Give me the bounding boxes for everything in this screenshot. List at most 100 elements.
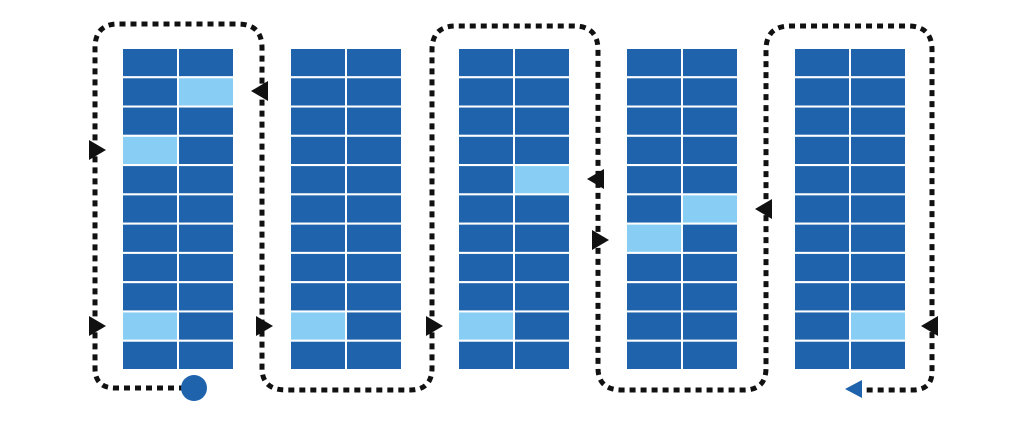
shelf-cell bbox=[345, 222, 403, 254]
pick-location-cell bbox=[513, 164, 571, 196]
shelf-cell bbox=[457, 222, 515, 254]
shelf-cell bbox=[681, 76, 739, 108]
shelf-cell bbox=[793, 193, 851, 225]
shelf-cell bbox=[625, 281, 683, 313]
shelf-cell bbox=[849, 134, 907, 167]
shelf-cell bbox=[345, 47, 403, 79]
shelf-cell bbox=[681, 339, 739, 371]
shelf-cell bbox=[793, 134, 851, 167]
shelf-cell bbox=[681, 310, 739, 342]
shelf-rack bbox=[457, 47, 571, 371]
shelf-cell bbox=[849, 339, 907, 371]
arrow-right-icon bbox=[256, 316, 273, 336]
start-point-marker bbox=[181, 375, 207, 401]
shelf-cell bbox=[345, 164, 403, 196]
shelf-cell bbox=[121, 193, 179, 225]
shelf-cell bbox=[681, 251, 739, 284]
shelf-cell bbox=[345, 310, 403, 342]
shelf-cell bbox=[345, 281, 403, 313]
shelf-cell bbox=[513, 310, 571, 342]
shelf-cell bbox=[681, 222, 739, 254]
end-point-arrow-icon bbox=[845, 380, 862, 398]
shelf-cell bbox=[457, 76, 515, 108]
shelf-cell bbox=[513, 193, 571, 225]
arrow-right-icon bbox=[592, 230, 609, 250]
pick-location-cell bbox=[121, 310, 179, 342]
pick-location-cell bbox=[121, 134, 179, 167]
shelf-cell bbox=[289, 105, 347, 137]
shelf-cell bbox=[513, 251, 571, 284]
shelf-cell bbox=[513, 339, 571, 371]
shelf-cell bbox=[457, 47, 515, 79]
shelf-cell bbox=[289, 193, 347, 225]
shelf-cell bbox=[849, 76, 907, 108]
shelf-cell bbox=[849, 281, 907, 313]
shelf-cell bbox=[793, 47, 851, 79]
shelf-cell bbox=[177, 105, 235, 137]
shelf-cell bbox=[345, 251, 403, 284]
shelf-rack bbox=[625, 47, 739, 371]
shelf-cell bbox=[289, 164, 347, 196]
shelf-cell bbox=[289, 47, 347, 79]
shelf-cell bbox=[345, 105, 403, 137]
shelf-cell bbox=[793, 105, 851, 137]
shelf-cell bbox=[457, 339, 515, 371]
shelf-cell bbox=[121, 251, 179, 284]
racks-group bbox=[121, 47, 907, 371]
shelf-cell bbox=[681, 134, 739, 167]
pick-location-cell bbox=[177, 76, 235, 108]
shelf-cell bbox=[625, 193, 683, 225]
shelf-cell bbox=[793, 281, 851, 313]
arrow-left-icon bbox=[921, 316, 938, 336]
shelf-cell bbox=[121, 281, 179, 313]
arrow-left-icon bbox=[755, 199, 772, 219]
shelf-cell bbox=[625, 164, 683, 196]
shelf-cell bbox=[625, 76, 683, 108]
shelf-cell bbox=[625, 105, 683, 137]
shelf-rack bbox=[121, 47, 235, 371]
pick-location-cell bbox=[457, 310, 515, 342]
shelf-cell bbox=[793, 310, 851, 342]
shelf-cell bbox=[289, 251, 347, 284]
shelf-cell bbox=[793, 76, 851, 108]
shelf-cell bbox=[177, 47, 235, 79]
shelf-cell bbox=[457, 164, 515, 196]
shelf-cell bbox=[849, 222, 907, 254]
shelf-cell bbox=[177, 281, 235, 313]
pick-location-cell bbox=[681, 193, 739, 225]
shelf-cell bbox=[849, 105, 907, 137]
arrow-right-icon bbox=[89, 316, 106, 336]
shelf-cell bbox=[849, 193, 907, 225]
shelf-cell bbox=[457, 134, 515, 167]
shelf-cell bbox=[849, 251, 907, 284]
shelf-cell bbox=[793, 222, 851, 254]
shelf-cell bbox=[289, 76, 347, 108]
shelf-cell bbox=[625, 251, 683, 284]
shelf-cell bbox=[177, 339, 235, 371]
shelf-cell bbox=[177, 310, 235, 342]
shelf-cell bbox=[177, 251, 235, 284]
shelf-cell bbox=[625, 310, 683, 342]
pick-location-cell bbox=[625, 222, 683, 254]
arrow-right-icon bbox=[89, 140, 106, 160]
route-path bbox=[92, 21, 935, 393]
pick-location-cell bbox=[289, 310, 347, 342]
shelf-rack bbox=[289, 47, 403, 371]
shelf-cell bbox=[121, 339, 179, 371]
shelf-cell bbox=[513, 105, 571, 137]
shelf-cell bbox=[793, 339, 851, 371]
shelf-cell bbox=[457, 251, 515, 284]
shelf-cell bbox=[681, 47, 739, 79]
shelf-cell bbox=[513, 76, 571, 108]
shelf-cell bbox=[289, 134, 347, 167]
shelf-cell bbox=[457, 193, 515, 225]
shelf-cell bbox=[513, 47, 571, 79]
shelf-cell bbox=[177, 222, 235, 254]
arrow-left-icon bbox=[251, 81, 268, 101]
shelf-cell bbox=[345, 76, 403, 108]
route-path-group bbox=[89, 21, 938, 401]
shelf-cell bbox=[625, 47, 683, 79]
arrow-left-icon bbox=[587, 169, 604, 189]
shelf-cell bbox=[513, 134, 571, 167]
